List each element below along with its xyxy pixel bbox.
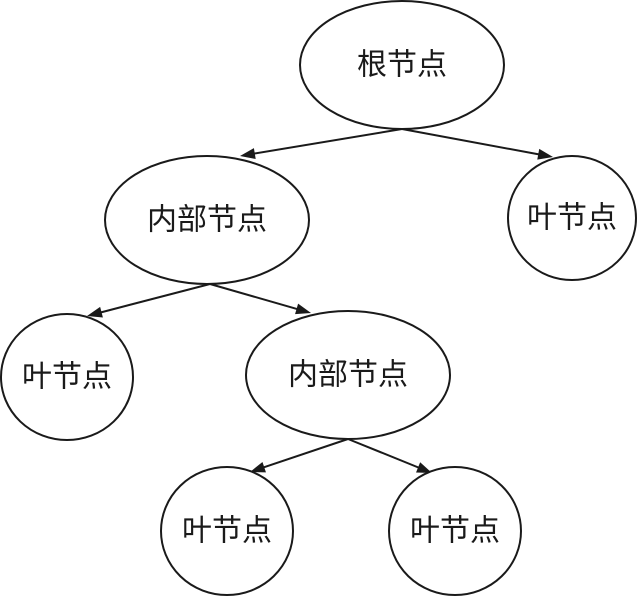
leaf-node-shape <box>160 466 294 596</box>
arrowhead-icon <box>537 148 553 160</box>
leaf-node-label: 叶节点 <box>410 514 500 549</box>
edge-line <box>209 283 299 311</box>
edge-line <box>99 283 211 314</box>
internal-node-label: 内部节点 <box>147 203 267 238</box>
root-node-shape <box>299 0 505 130</box>
edges-layer <box>87 128 553 473</box>
internal-node-label: 内部节点 <box>288 358 408 393</box>
edge-line <box>401 128 541 156</box>
leaf-node-shape <box>388 466 522 596</box>
arrowhead-icon <box>87 306 103 318</box>
internal-node-shape <box>245 310 451 440</box>
edge-line <box>347 438 421 470</box>
edge-internal-2-to-leaf-3 <box>250 438 349 473</box>
edge-internal-1-to-leaf-2 <box>87 283 211 318</box>
leaf-node-label: 叶节点 <box>22 360 112 395</box>
leaf-node-shape <box>507 155 637 281</box>
arrowhead-icon <box>240 148 256 159</box>
edge-internal-2-to-leaf-4 <box>347 438 432 473</box>
edge-line <box>262 438 349 469</box>
node-leaf-2: 叶节点 <box>0 313 134 441</box>
internal-node-shape <box>104 155 310 285</box>
node-internal-1: 内部节点 <box>104 155 310 285</box>
node-root: 根节点 <box>299 0 505 130</box>
arrowhead-icon <box>250 462 266 473</box>
arrowhead-icon <box>295 303 311 315</box>
node-leaf-3: 叶节点 <box>160 466 294 596</box>
edge-root-to-internal-1 <box>240 128 403 159</box>
node-leaf-4: 叶节点 <box>388 466 522 596</box>
root-node-label: 根节点 <box>357 48 447 83</box>
leaf-node-label: 叶节点 <box>182 514 272 549</box>
node-leaf-1: 叶节点 <box>507 155 637 281</box>
edge-internal-1-to-internal-2 <box>209 283 311 315</box>
leaf-node-shape <box>0 313 134 441</box>
node-internal-2: 内部节点 <box>245 310 451 440</box>
edge-line <box>252 128 403 155</box>
leaf-node-label: 叶节点 <box>527 201 617 236</box>
arrowhead-icon <box>416 462 432 473</box>
edge-root-to-leaf-1 <box>401 128 553 160</box>
